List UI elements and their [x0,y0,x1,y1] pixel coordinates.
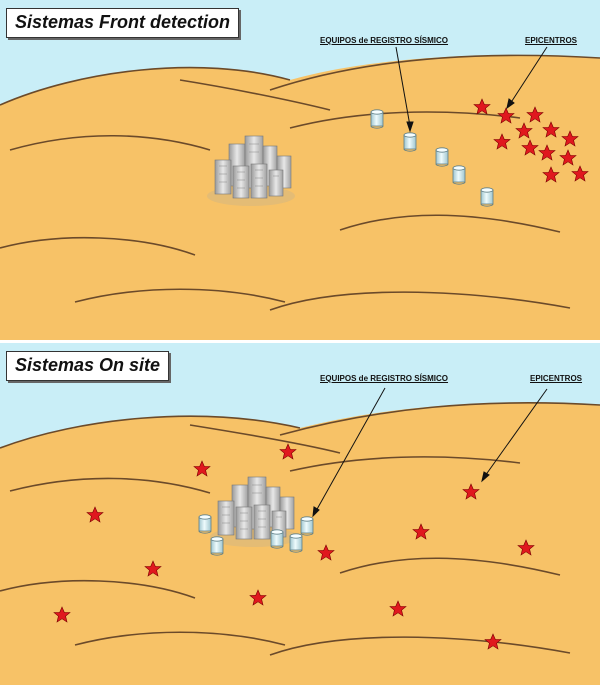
equipment-label: EQUIPOS de REGISTRO SÍSMICO [320,36,449,45]
equipment-label: EQUIPOS de REGISTRO SÍSMICO [320,374,449,383]
sensor-icon [289,533,303,553]
sensor-icon [435,147,449,167]
panel-title: Sistemas On site [6,351,170,381]
front-detection-panel: Sistemas Front detection EQUIPOS de REGI… [0,0,600,340]
sensor-icon [210,536,224,556]
on-site-panel: Sistemas On site EQUIPOS de REGISTRO SÍS… [0,343,600,685]
hill-contours [0,402,600,656]
callout-arrows [395,46,548,133]
sensor-icon [270,529,284,549]
sensor-icon [452,165,466,185]
on-site-diagram [0,343,600,685]
panel-divider [0,340,600,343]
front-detection-diagram [0,0,600,340]
callout-arrows [312,387,548,518]
sensor-icon [403,132,417,152]
sensor-icon [198,514,212,534]
sensor-icon [370,109,384,129]
epicenters-label: EPICENTROS [525,36,578,45]
hill-contours [0,54,600,311]
panel-title: Sistemas Front detection [6,8,240,38]
sensor-icon [480,187,494,207]
ground [0,55,600,340]
epicenters-label: EPICENTROS [530,374,583,383]
sensor-icon [300,516,314,536]
